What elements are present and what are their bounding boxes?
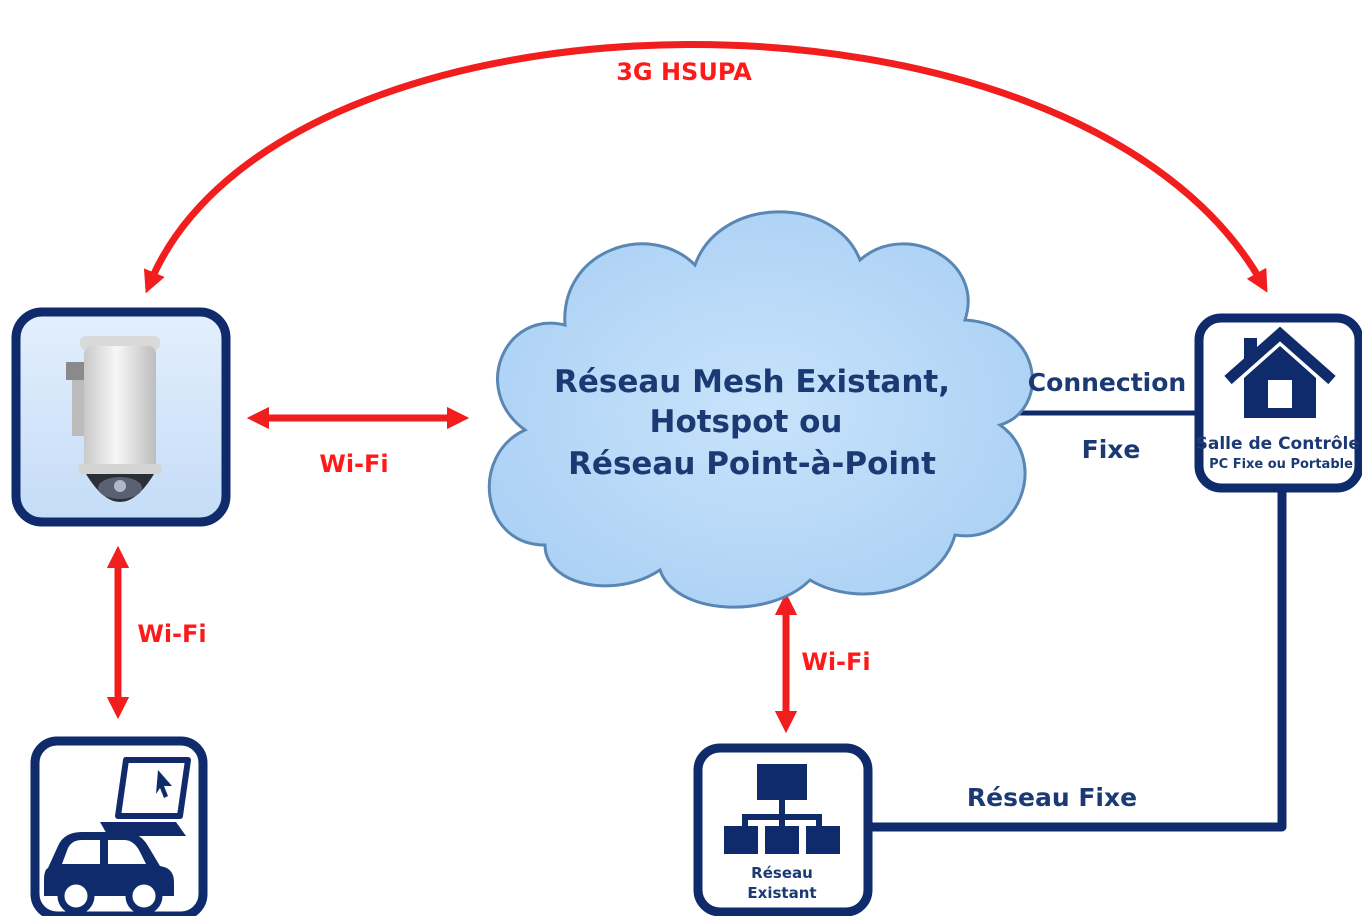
hsupa-arrow: [143, 41, 1268, 294]
mesh-cloud: [487, 210, 1034, 609]
mobile-node: [30, 736, 208, 916]
hsupa-label: 3G HSUPA: [616, 58, 752, 86]
car-laptop-icon: [44, 757, 191, 915]
camera-node: [11, 307, 231, 527]
control-room-node: [1194, 313, 1362, 493]
wifi-label-camera-mobile: Wi-Fi: [137, 620, 206, 648]
existing-network-line-2: Existant: [747, 884, 816, 902]
fixed-connection-label-2: Fixe: [1082, 435, 1141, 464]
fixed-connection-label-1: Connection: [1028, 368, 1186, 397]
cloud-line-1: Réseau Mesh Existant,: [554, 364, 950, 400]
wifi-label-cloud-network: Wi-Fi: [801, 648, 870, 676]
cloud-line-3: Réseau Point-à-Point: [568, 446, 936, 482]
existing-network-line-1: Réseau: [751, 864, 813, 882]
existing-network-node: [693, 743, 873, 916]
control-room-line-2: PC Fixe ou Portable: [1209, 457, 1353, 472]
fixed-network-line: [868, 490, 1287, 832]
network-tree-icon: [724, 764, 840, 854]
ptz-camera-icon: [66, 336, 162, 502]
house-icon: [1224, 326, 1336, 418]
fixed-network-label: Réseau Fixe: [967, 783, 1137, 812]
wifi-label-camera-cloud: Wi-Fi: [319, 450, 388, 478]
control-room-line-1: Salle de Contrôle,: [1196, 434, 1362, 454]
cloud-line-2: Hotspot ou: [650, 404, 843, 440]
